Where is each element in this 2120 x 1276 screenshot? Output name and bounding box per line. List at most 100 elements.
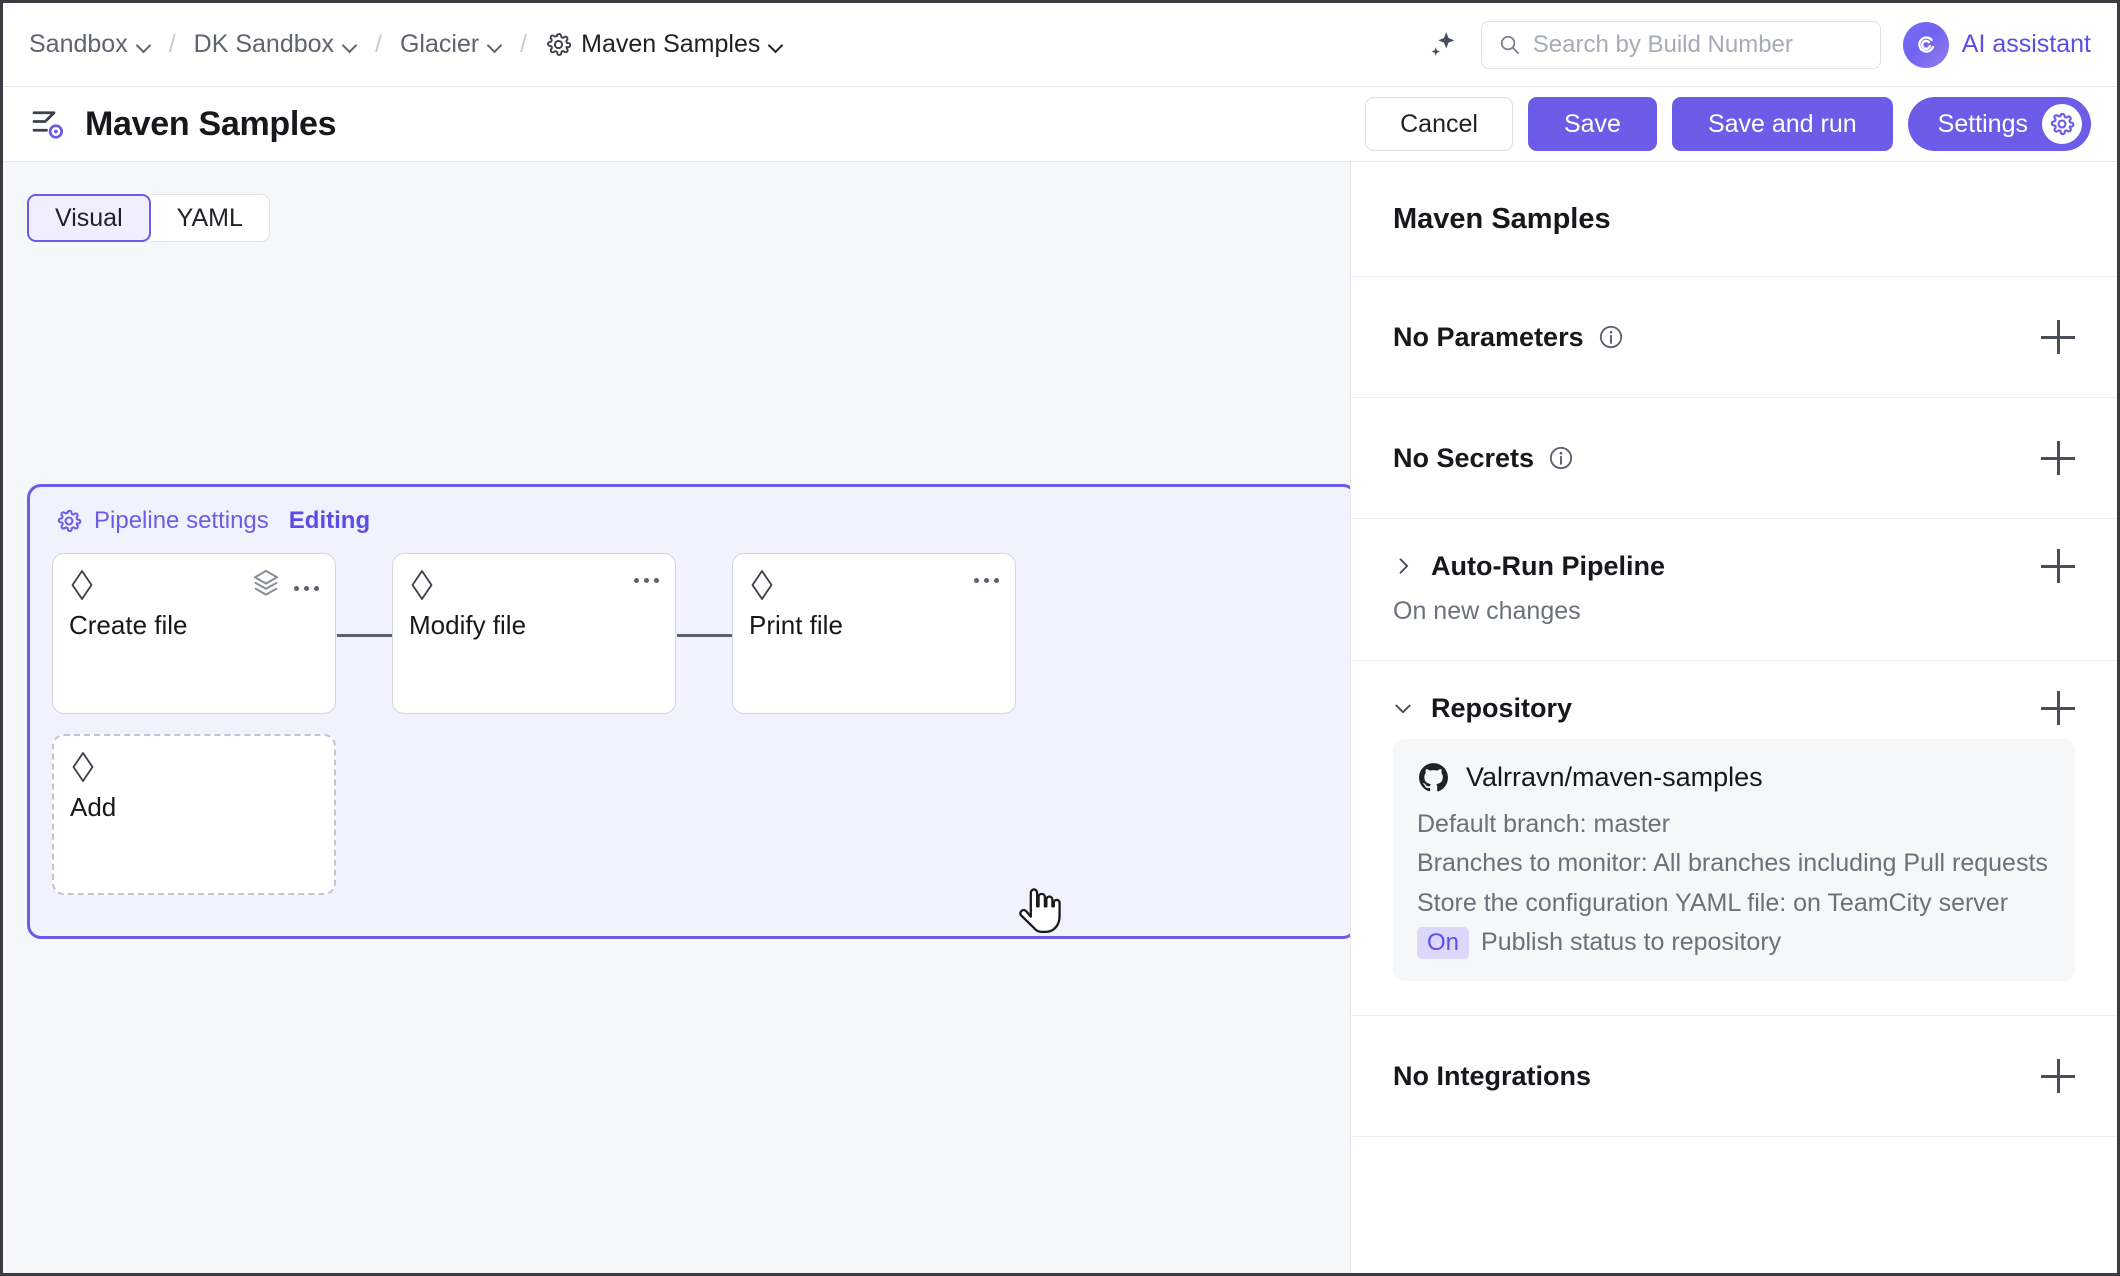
secrets-label: No Secrets — [1393, 442, 1535, 473]
diamond-icon — [411, 570, 433, 600]
job-card-modify-file[interactable]: Modify file — [392, 553, 733, 714]
diamond-icon — [71, 570, 93, 600]
add-integration-button[interactable] — [2041, 1059, 2075, 1093]
chevron-down-icon — [769, 40, 783, 49]
job-card-create-file[interactable]: Create file — [52, 553, 393, 714]
panel-title: Maven Samples — [1393, 202, 1611, 235]
job-card-tools — [252, 568, 319, 598]
chevron-down-icon[interactable] — [1393, 698, 1413, 718]
save-and-run-button[interactable]: Save and run — [1671, 97, 1893, 151]
panel-section-repository: Repository Valrravn/maven-samples Defaul… — [1351, 661, 2117, 1016]
top-bar-right: AI assistant — [1425, 20, 2091, 69]
job-card-header — [733, 554, 1015, 602]
repository-name: Valrravn/maven-samples — [1466, 762, 1763, 792]
job-card-tools — [974, 568, 999, 583]
panel-section-secrets: No Secrets — [1351, 398, 2117, 519]
repository-branches-monitor: Branches to monitor: All branches includ… — [1417, 849, 2048, 878]
auto-run-subtitle: On new changes — [1393, 597, 1581, 625]
pipeline-jobs-row: Create file — [52, 553, 1350, 714]
page-title: Maven Samples — [85, 104, 337, 143]
auto-run-header[interactable]: Auto-Run Pipeline — [1393, 549, 2075, 583]
breadcrumb-label: Maven Samples — [581, 30, 761, 58]
secrets-row: No Secrets — [1393, 398, 2075, 518]
ellipsis-icon[interactable] — [974, 568, 999, 583]
add-repository-button[interactable] — [2041, 691, 2075, 725]
info-icon[interactable] — [1598, 324, 1624, 350]
chevron-down-icon — [343, 40, 357, 49]
job-connector — [677, 634, 733, 637]
cancel-button[interactable]: Cancel — [1365, 97, 1513, 151]
layers-icon[interactable] — [252, 568, 280, 598]
repository-card[interactable]: Valrravn/maven-samples Default branch: m… — [1393, 739, 2075, 981]
pipeline-gear-icon — [32, 111, 63, 139]
add-job-header — [54, 736, 334, 784]
ai-assistant-button[interactable]: AI assistant — [1902, 21, 2091, 68]
integrations-label: No Integrations — [1393, 1060, 1592, 1091]
repository-publish-status-text: Publish status to repository — [1481, 927, 1782, 956]
search-input[interactable] — [1532, 30, 1864, 59]
add-parameter-button[interactable] — [2041, 320, 2075, 354]
tab-yaml[interactable]: YAML — [150, 194, 270, 242]
diamond-icon — [72, 752, 94, 782]
tab-visual[interactable]: Visual — [27, 194, 151, 242]
settings-button[interactable]: Settings — [1907, 97, 2091, 151]
ellipsis-icon[interactable] — [634, 568, 659, 583]
auto-run-label: Auto-Run Pipeline — [1431, 550, 1665, 581]
repository-name-row: Valrravn/maven-samples — [1417, 761, 2051, 794]
breadcrumb-separator: / — [375, 30, 382, 58]
search-box[interactable] — [1480, 20, 1881, 69]
status-badge: On — [1417, 926, 1470, 959]
page-header: Maven Samples Cancel Save Save and run S… — [3, 87, 2117, 161]
pipeline-state-badge: Editing — [288, 507, 371, 534]
breadcrumb: Sandbox / DK Sandbox / Glacier / Maven S… — [29, 28, 783, 61]
diamond-icon — [751, 570, 773, 600]
add-job-label: Add — [70, 792, 117, 822]
github-icon — [1419, 763, 1448, 792]
chevron-down-icon — [488, 40, 502, 49]
parameters-row: No Parameters — [1393, 277, 2075, 397]
breadcrumb-item-glacier[interactable]: Glacier — [400, 28, 502, 61]
job-card-label: Print file — [749, 610, 843, 640]
chevron-right-icon[interactable] — [1393, 556, 1413, 576]
breadcrumb-label: Glacier — [399, 30, 480, 58]
info-icon[interactable] — [1548, 445, 1574, 471]
ai-orb-icon — [1902, 21, 1949, 68]
gear-icon — [547, 33, 572, 56]
repository-header[interactable]: Repository — [1393, 691, 2075, 725]
breadcrumb-separator: / — [520, 30, 528, 58]
top-bar: Sandbox / DK Sandbox / Glacier / Maven S… — [3, 3, 2117, 87]
add-auto-run-trigger-button[interactable] — [2041, 549, 2075, 583]
ellipsis-icon[interactable] — [294, 576, 319, 591]
chevron-down-icon — [137, 40, 151, 49]
panel-section-auto-run: Auto-Run Pipeline On new changes — [1351, 519, 2117, 661]
page-header-actions: Cancel Save Save and run Settings — [1365, 97, 2091, 151]
repository-config-storage: Store the configuration YAML file: on Te… — [1417, 888, 2009, 917]
job-card-header — [393, 554, 675, 602]
job-card-print-file[interactable]: Print file — [732, 553, 1016, 714]
pipeline-canvas[interactable]: Visual YAML Pipeline settings Editing — [3, 162, 1351, 1273]
sparkle-icon[interactable] — [1425, 28, 1459, 62]
breadcrumb-separator: / — [168, 30, 176, 58]
panel-title-section: Maven Samples — [1351, 162, 2117, 277]
pipeline-settings-header[interactable]: Pipeline settings Editing — [30, 487, 1350, 535]
breadcrumb-item-sandbox[interactable]: Sandbox — [29, 28, 151, 61]
page-header-left: Maven Samples — [29, 104, 337, 144]
add-secret-button[interactable] — [2041, 441, 2075, 475]
add-job-card[interactable]: Add — [52, 734, 336, 895]
details-panel: Maven Samples No Parameters No Secrets — [1351, 162, 2117, 1273]
panel-section-parameters: No Parameters — [1351, 277, 2117, 398]
breadcrumb-label: DK Sandbox — [193, 30, 335, 58]
save-button[interactable]: Save — [1527, 97, 1657, 151]
pipeline-container[interactable]: Pipeline settings Editing — [27, 484, 1350, 939]
breadcrumb-item-maven-samples[interactable]: Maven Samples — [545, 28, 783, 61]
gear-icon — [2042, 104, 2082, 144]
pipeline-settings-label: Pipeline settings — [94, 507, 269, 534]
job-connector — [337, 634, 393, 637]
ai-assistant-label: AI assistant — [1961, 30, 2091, 58]
main-body: Visual YAML Pipeline settings Editing — [3, 161, 2117, 1273]
panel-section-integrations: No Integrations — [1351, 1016, 2117, 1137]
breadcrumb-item-dk-sandbox[interactable]: DK Sandbox — [194, 28, 357, 61]
search-icon — [1500, 35, 1519, 55]
repository-label: Repository — [1431, 692, 1573, 723]
